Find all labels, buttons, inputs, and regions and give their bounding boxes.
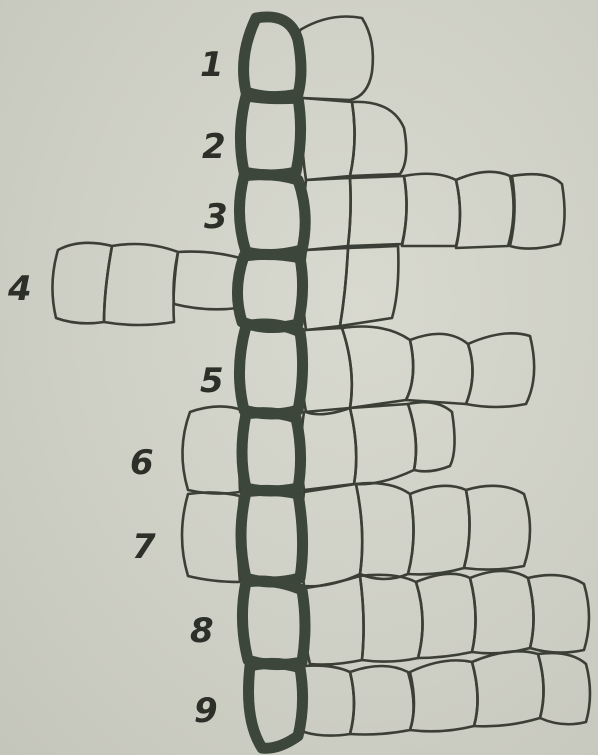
cell-r8-c xyxy=(416,574,476,658)
cell-r8-b xyxy=(360,575,423,662)
row-label-9: 9 xyxy=(194,691,218,731)
row-label-1: 1 xyxy=(200,45,224,85)
cell-r4-left-c xyxy=(174,252,241,310)
cell-r4-left-b xyxy=(104,244,178,325)
cell-r7-c xyxy=(408,486,470,575)
cell-r5-b xyxy=(342,327,413,409)
row-label-5: 5 xyxy=(200,361,224,401)
cell-r5-c xyxy=(406,334,473,404)
axial-cell-9 xyxy=(249,663,303,748)
cell-r7-b xyxy=(356,483,414,579)
row-label-6: 6 xyxy=(130,443,154,483)
axial-cell-8 xyxy=(242,581,305,665)
cell-r5-d xyxy=(466,333,534,407)
cell-r7-left xyxy=(182,492,240,582)
axial-cell-7 xyxy=(241,490,303,582)
row-label-4: 4 xyxy=(7,269,32,309)
cell-r9-c xyxy=(410,660,478,731)
cell-r7-a xyxy=(301,484,362,586)
cell-r1-a xyxy=(298,17,372,101)
cell-r3-d xyxy=(456,172,514,248)
cell-r5-a xyxy=(301,328,351,414)
cell-r9-d xyxy=(472,651,544,726)
cell-r3-b xyxy=(348,176,407,246)
cell-r2-a xyxy=(302,98,355,180)
axial-cell-4 xyxy=(237,254,302,327)
cell-r2-b xyxy=(350,102,406,176)
cell-r3-e xyxy=(510,174,565,248)
cell-r8-a xyxy=(304,576,364,665)
cell-r7-d xyxy=(464,486,530,570)
axial-cell-2 xyxy=(240,96,300,175)
row-labels: 1 2 3 4 5 6 7 8 9 xyxy=(7,45,228,731)
cell-r3-a xyxy=(304,178,351,250)
cell-r8-e xyxy=(528,575,589,652)
axial-cell-3 xyxy=(239,175,305,255)
cell-r3-c xyxy=(402,174,460,246)
axial-cell-5 xyxy=(239,324,302,414)
cell-r8-d xyxy=(470,571,534,653)
row-label-3: 3 xyxy=(204,197,228,237)
row-label-2: 2 xyxy=(202,127,226,167)
peripheral-cells xyxy=(52,17,590,736)
row-label-8: 8 xyxy=(190,611,214,651)
cell-r4-right-b xyxy=(340,246,398,326)
axial-cell-file xyxy=(237,17,305,748)
cell-r6-left xyxy=(182,406,242,493)
cell-r6-b xyxy=(350,404,416,484)
cell-r6-c xyxy=(408,402,455,471)
axial-cell-1 xyxy=(244,17,301,97)
cell-r9-e xyxy=(538,653,590,724)
cell-r6-a xyxy=(301,408,356,490)
row-label-7: 7 xyxy=(132,527,156,567)
axial-cell-6 xyxy=(242,413,301,491)
cell-r9-a xyxy=(300,666,354,736)
cell-r9-b xyxy=(350,666,414,735)
